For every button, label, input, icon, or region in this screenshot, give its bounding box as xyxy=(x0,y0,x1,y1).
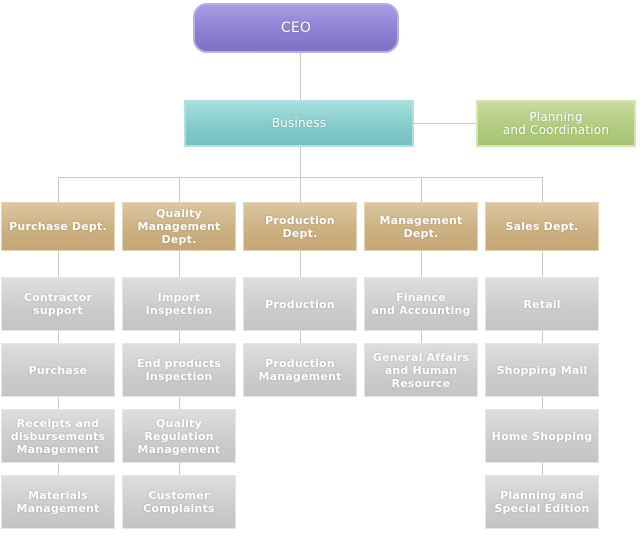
unit-box: Planning and Special Edition xyxy=(485,475,599,529)
unit-box: Purchase xyxy=(1,343,115,397)
department-box: Purchase Dept. xyxy=(1,202,115,251)
unit-box: Production xyxy=(243,277,357,331)
unit-box: Receipts and disbursements Management xyxy=(1,409,115,463)
unit-box: Finance and Accounting xyxy=(364,277,478,331)
connector-bus-dept xyxy=(542,177,543,202)
unit-box: Contractor support xyxy=(1,277,115,331)
business-box: Business xyxy=(184,100,414,147)
unit-box: Customer Complaints xyxy=(122,475,236,529)
connector-bus-dept xyxy=(300,177,301,202)
ceo-box: CEO xyxy=(193,3,399,53)
unit-box: General Affairs and Human Resource xyxy=(364,343,478,397)
unit-box: Shopping Mall xyxy=(485,343,599,397)
connector-ceo-business xyxy=(300,53,301,101)
connector-bus-dept xyxy=(58,177,59,202)
unit-box: Retail xyxy=(485,277,599,331)
connector-business-planning xyxy=(414,123,477,124)
planning-coordination-box: Planning and Coordination xyxy=(476,100,636,147)
unit-box: Import Inspection xyxy=(122,277,236,331)
unit-box: End products Inspection xyxy=(122,343,236,397)
connector-bus-dept xyxy=(179,177,180,202)
unit-box: Quality Regulation Management xyxy=(122,409,236,463)
department-box: Quality Management Dept. xyxy=(122,202,236,251)
connector-business-bus xyxy=(300,147,301,177)
department-box: Management Dept. xyxy=(364,202,478,251)
unit-box: Production Management xyxy=(243,343,357,397)
unit-box: Home Shopping xyxy=(485,409,599,463)
connector-bus-dept xyxy=(421,177,422,202)
unit-box: Materials Management xyxy=(1,475,115,529)
department-box: Sales Dept. xyxy=(485,202,599,251)
department-box: Production Dept. xyxy=(243,202,357,251)
